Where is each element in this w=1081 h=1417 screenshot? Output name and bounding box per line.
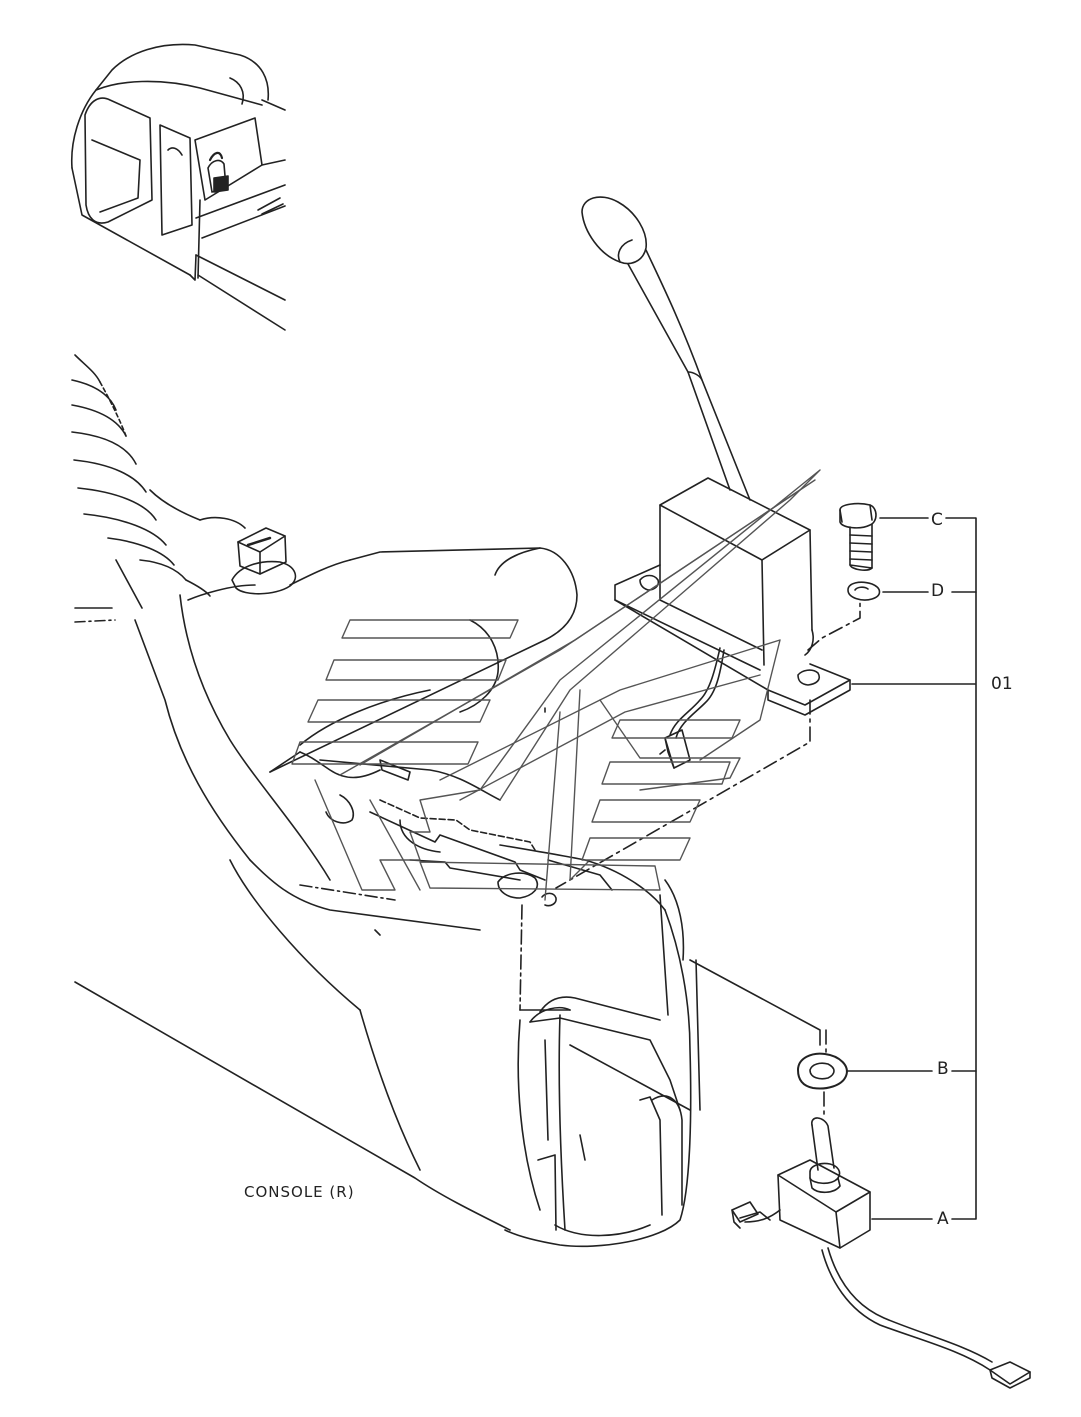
callout-label-01: 01 (991, 674, 1013, 694)
key-switch (231, 527, 297, 595)
callout-label-a: A (937, 1209, 949, 1229)
watermark-logo (291, 469, 821, 901)
capscrew-part-c (839, 502, 877, 571)
cab-inset-view (70, 43, 286, 331)
toggle-switch-part-a (731, 1117, 1031, 1389)
console-body (74, 547, 692, 1248)
lock-washer-part-d (847, 581, 881, 601)
callout-label-b: B (937, 1059, 949, 1079)
callout-label-d: D (931, 581, 945, 601)
ring-nut-part-b (797, 1052, 848, 1090)
assembly-centerlines (555, 599, 861, 1119)
console-caption: CONSOLE (R) (244, 1183, 355, 1201)
callout-label-c: C (931, 510, 943, 530)
lever-bellows (71, 354, 246, 581)
callout-leaders (689, 517, 977, 1220)
lever-assembly (544, 196, 851, 769)
